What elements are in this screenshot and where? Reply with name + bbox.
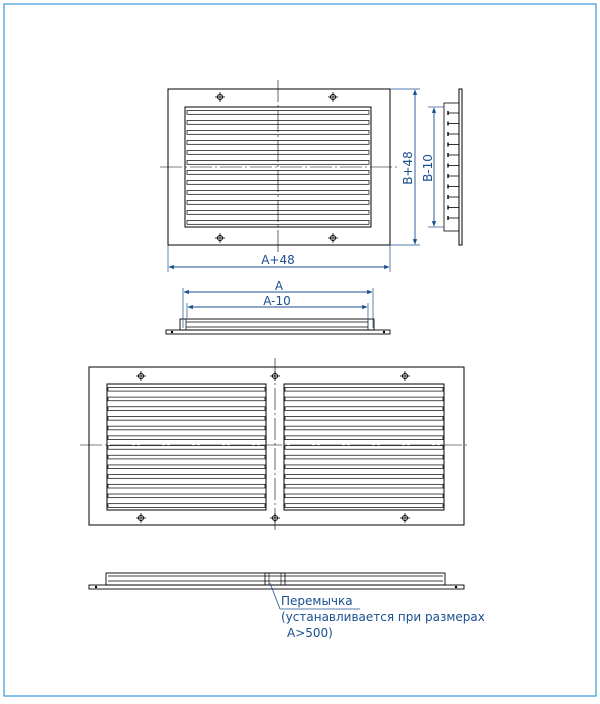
louvers-left — [107, 387, 266, 508]
crosshair-hole-icon — [400, 513, 410, 523]
louver-blade — [284, 425, 444, 431]
dim-label-inner-width: A — [275, 279, 284, 293]
louver-blade — [107, 493, 266, 499]
crosshair-hole-icon — [400, 371, 410, 381]
grille-front-view-double — [80, 358, 468, 532]
inner-frame-left — [106, 383, 267, 511]
louver-blade — [107, 474, 266, 479]
outer-frame-double — [88, 366, 465, 526]
louver-blade — [107, 483, 266, 489]
crosshair-hole-icon — [270, 513, 280, 523]
dim-label-inner-width-minus: A-10 — [263, 294, 291, 308]
louver-blade — [107, 445, 266, 450]
jumper-bar — [264, 572, 286, 586]
louver-blade — [284, 464, 444, 469]
dim-label-side-height: B-10 — [421, 154, 435, 182]
louver-blade — [107, 464, 266, 469]
louver-blade — [107, 387, 266, 392]
crosshair-hole-icon — [270, 371, 280, 381]
crosshair-hole-icon — [215, 92, 225, 102]
annotation-line1: Перемычка — [281, 594, 353, 608]
jumper-annotation: Перемычка (устанавливается при размерах … — [269, 582, 485, 640]
grille-side-view — [443, 88, 463, 246]
louvers-right — [284, 387, 444, 508]
louver-blade — [284, 483, 444, 489]
louver-blade — [284, 445, 444, 450]
dimension-inner-width-minus: A-10 — [186, 294, 369, 318]
grille-front-view-single — [160, 80, 398, 252]
inner-frame-right — [283, 383, 445, 511]
crosshair-hole-icon — [328, 233, 338, 243]
side-louvers — [447, 111, 459, 220]
louver-blade — [107, 503, 266, 508]
dimension-side-height: B-10 — [421, 106, 444, 228]
louver-blade — [107, 454, 266, 460]
louver-blade — [107, 425, 266, 431]
louver-blade — [284, 396, 444, 402]
louver-blade — [107, 396, 266, 402]
louver-blade — [284, 454, 444, 460]
crosshair-hole-icon — [328, 92, 338, 102]
louver-blade — [284, 387, 444, 392]
crosshair-hole-icon — [136, 371, 146, 381]
side-flange — [458, 88, 463, 246]
dimension-top-width: A+48 — [167, 245, 391, 272]
crosshair-hole-icon — [136, 513, 146, 523]
grille-plan-view-double — [88, 572, 465, 590]
louver-blade — [284, 474, 444, 479]
louver-blade — [107, 416, 266, 421]
louver-blade — [284, 406, 444, 411]
louver-blade — [284, 503, 444, 508]
louver-blade — [284, 435, 444, 440]
dimension-inner-width: A — [182, 279, 374, 328]
crosshair-hole-icon — [215, 233, 225, 243]
louver-blade — [107, 406, 266, 411]
louver-blade — [107, 435, 266, 440]
annotation-line2: (устанавливается при размерах — [281, 610, 485, 624]
louver-blade — [284, 493, 444, 499]
grille-plan-view-single — [165, 318, 391, 335]
dimension-top-height: B+48 — [390, 88, 420, 246]
louver-blade — [284, 416, 444, 421]
side-body — [443, 102, 460, 232]
sheet-border — [3, 3, 597, 697]
dim-label-top-height: B+48 — [401, 151, 415, 185]
annotation-line3: A>500) — [287, 626, 333, 640]
dim-label-top-width: A+48 — [261, 253, 295, 267]
